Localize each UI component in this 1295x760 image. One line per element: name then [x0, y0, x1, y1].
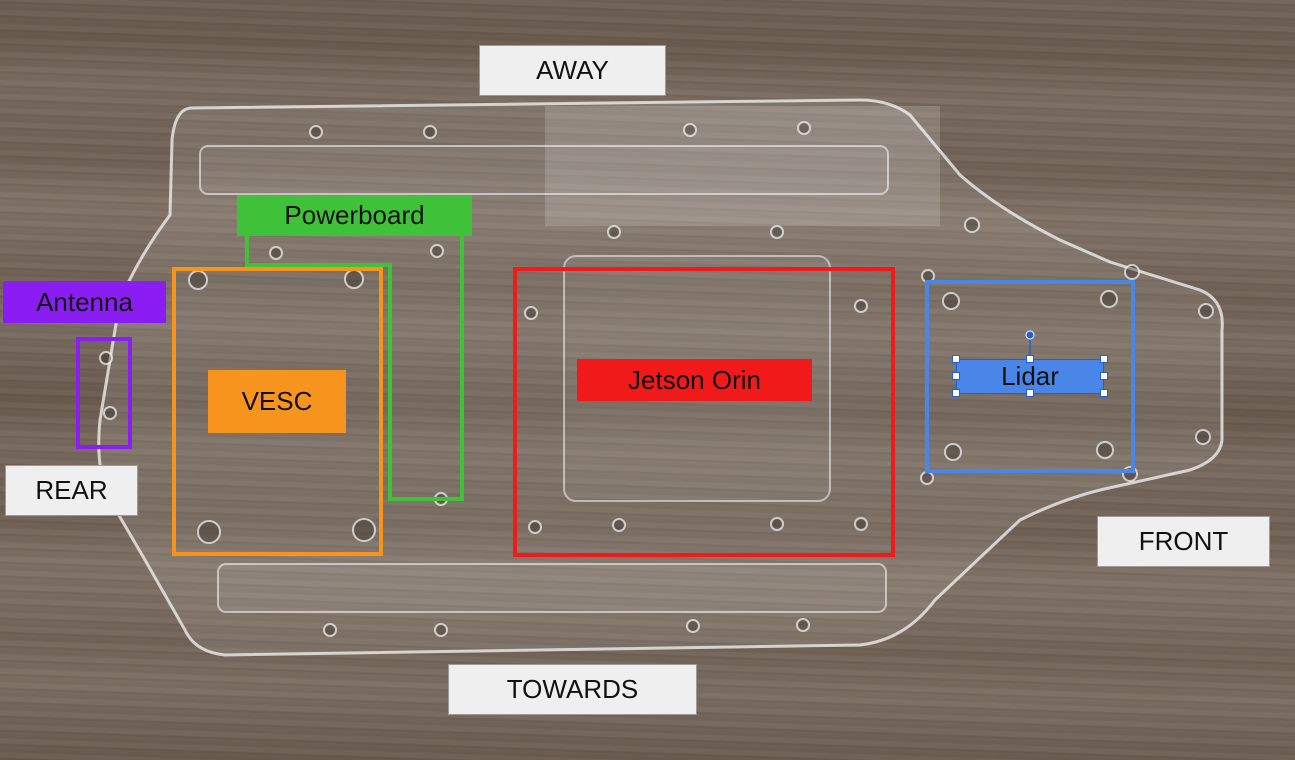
resize-handle[interactable] — [1026, 355, 1034, 363]
vesc-outline — [172, 267, 383, 556]
resize-handle[interactable] — [952, 355, 960, 363]
rear-label: REAR — [5, 465, 138, 516]
resize-handle[interactable] — [952, 389, 960, 397]
jetson-orin-outline — [513, 267, 895, 557]
away-label: AWAY — [479, 45, 666, 96]
lidar-tag[interactable]: Lidar — [956, 359, 1104, 394]
antenna-tag: Antenna — [3, 281, 166, 323]
resize-handle[interactable] — [952, 372, 960, 380]
front-label: FRONT — [1097, 516, 1270, 567]
resize-handle[interactable] — [1100, 389, 1108, 397]
lidar-outline — [925, 280, 1135, 473]
resize-handle[interactable] — [1100, 372, 1108, 380]
antenna-outline — [76, 337, 132, 449]
vesc-tag: VESC — [208, 370, 346, 433]
jetson-orin-tag: Jetson Orin — [577, 359, 812, 401]
powerboard-tag: Powerboard — [237, 195, 472, 236]
resize-handle[interactable] — [1026, 389, 1034, 397]
resize-handle[interactable] — [1100, 355, 1108, 363]
towards-label: TOWARDS — [448, 664, 697, 715]
